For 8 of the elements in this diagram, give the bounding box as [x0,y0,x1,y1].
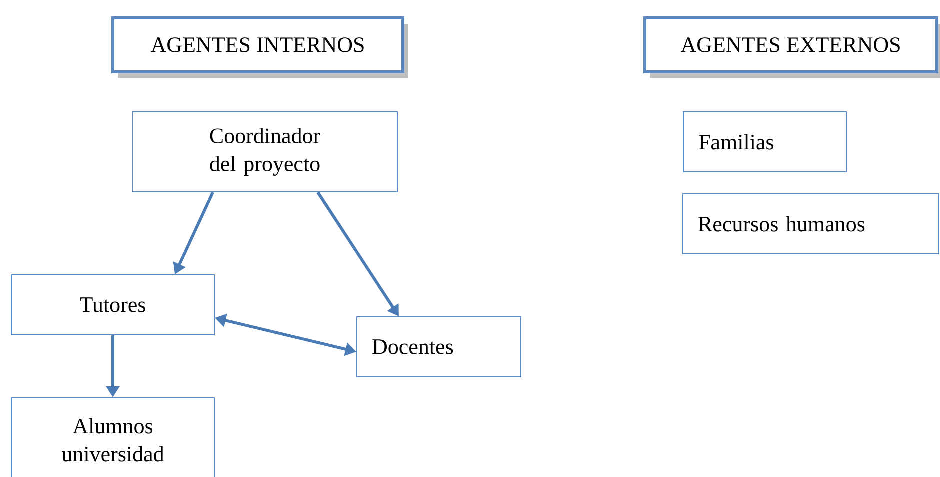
header-box: AGENTES EXTERNOS [644,16,940,78]
text-box: Docentes [356,316,522,378]
text-box: Tutores [11,274,215,336]
text-box: Alumnos universidad [11,398,215,477]
text-box: Coordinador del proyecto [132,112,398,192]
header-box: AGENTES INTERNOS [112,16,408,78]
text-box: Familias [683,112,847,172]
text-box: Recursos humanos [682,194,940,254]
